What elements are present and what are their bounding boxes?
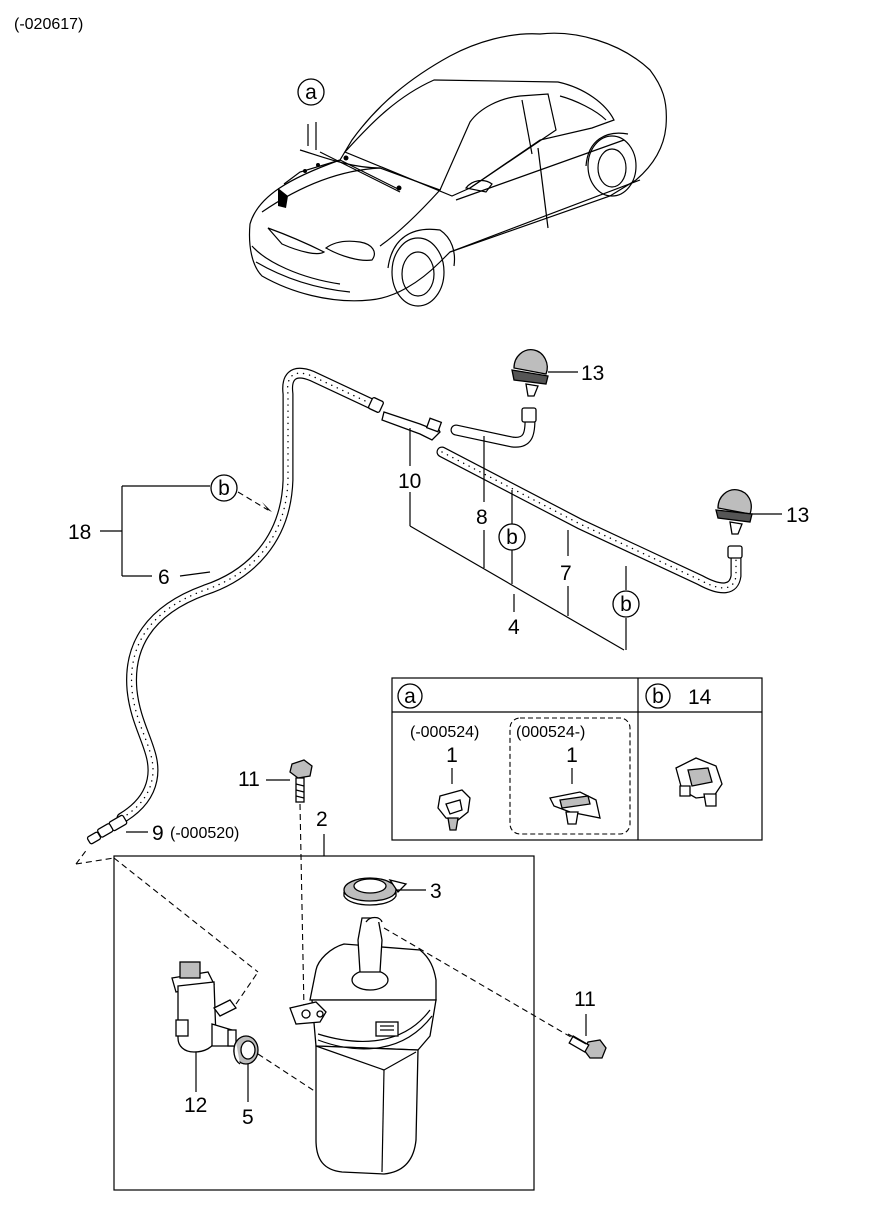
label-9: 9 [152, 822, 164, 845]
clip-14 [675, 757, 723, 807]
label-12: 12 [184, 1094, 207, 1117]
clip-1-new [549, 791, 601, 825]
callout-b-hose7-right: b [612, 590, 640, 618]
bolt-11-top [289, 759, 313, 803]
label-13-top: 13 [581, 362, 604, 385]
svg-text:b: b [218, 477, 230, 500]
reservoir-tank [289, 916, 437, 1175]
svg-text:b: b [506, 526, 518, 549]
inset-table: a b 14 (-000524) (000524-) 1 1 [391, 677, 763, 841]
label-4: 4 [508, 616, 520, 639]
label-8: 8 [476, 506, 488, 529]
inset-callout-a: a [397, 683, 423, 709]
car-illustration [248, 32, 667, 307]
leader-lines-hoses [100, 371, 782, 833]
callout-b-hose7-left: b [498, 523, 526, 551]
inset-part-14: 14 [688, 686, 712, 709]
inset-variant-left-note: (-000524) [410, 724, 479, 741]
svg-text:b: b [652, 685, 664, 708]
hose-7 [436, 446, 742, 594]
inset-variant-right-note: (000524-) [516, 724, 585, 741]
hose-6 [116, 367, 382, 824]
label-11-right: 11 [574, 988, 596, 1011]
hose-8 [450, 414, 536, 448]
cap-3 [343, 877, 408, 906]
label-3: 3 [430, 880, 442, 903]
label-13-right: 13 [786, 504, 809, 527]
clip-1-old [437, 789, 471, 831]
callout-a-car: a [297, 78, 325, 106]
inset-variant-left-part: 1 [446, 744, 458, 767]
pump-12 [171, 961, 237, 1053]
label-7: 7 [560, 562, 572, 585]
svg-text:a: a [404, 685, 416, 708]
inset-variant-right-part: 1 [566, 744, 578, 767]
label-11-top: 11 [238, 768, 260, 791]
label-2: 2 [316, 808, 328, 831]
label-9-note: (-000520) [170, 825, 239, 842]
nozzle-13-top [511, 349, 549, 423]
label-6: 6 [158, 566, 170, 589]
callout-b-hose6: b [210, 474, 238, 502]
svg-text:a: a [305, 81, 317, 104]
svg-text:b: b [620, 593, 632, 616]
inset-callout-b: b [645, 683, 671, 709]
label-10: 10 [398, 470, 421, 493]
diagram-code: (-020617) [14, 16, 83, 33]
nozzle-13-right [715, 489, 753, 559]
connector-9 [86, 814, 128, 845]
connector-10 [381, 411, 443, 441]
grommet-5 [233, 1035, 259, 1065]
label-18: 18 [68, 521, 91, 544]
label-5: 5 [242, 1106, 254, 1129]
bolt-11-right [567, 1033, 607, 1059]
